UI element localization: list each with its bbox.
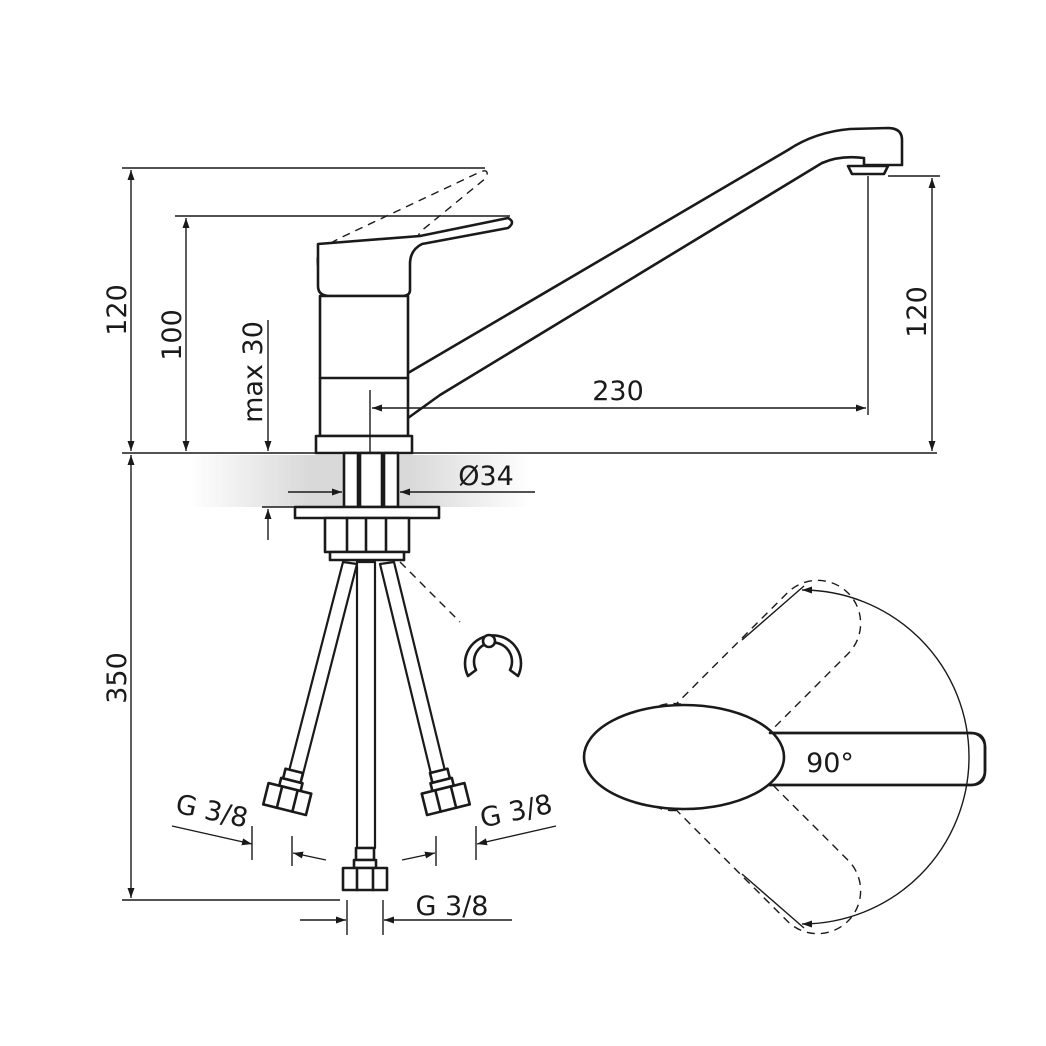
dimension-spout-height: 120 bbox=[888, 175, 940, 451]
clip-hole bbox=[481, 633, 497, 649]
aerator bbox=[846, 164, 890, 176]
label-hole-diameter: Ø34 bbox=[458, 461, 514, 492]
hose-pass-center bbox=[358, 451, 384, 509]
flexible-hoses bbox=[261, 560, 472, 892]
mounting-plate bbox=[293, 505, 441, 520]
faucet-body bbox=[314, 126, 904, 470]
dimension-max-thickness: max 30 bbox=[238, 320, 295, 540]
spout bbox=[396, 126, 904, 420]
hose-center bbox=[355, 560, 377, 850]
label-thread-right: G 3/8 bbox=[477, 789, 555, 834]
dimension-hose-length: 350 bbox=[102, 455, 340, 901]
label-total-height: 120 bbox=[102, 284, 133, 336]
top-view: 90° bbox=[582, 579, 987, 935]
label-spout-reach: 230 bbox=[592, 376, 644, 407]
label-lever-height: 100 bbox=[157, 309, 188, 361]
lever-handle bbox=[316, 216, 514, 298]
clip-detail bbox=[463, 634, 523, 678]
mounting-stud-right bbox=[382, 451, 400, 509]
label-hose-length: 350 bbox=[102, 652, 133, 704]
clip-leader-line bbox=[399, 561, 461, 623]
hose-right bbox=[378, 560, 448, 780]
top-view-body bbox=[582, 703, 786, 811]
label-max-thickness: max 30 bbox=[238, 321, 269, 423]
dimension-thread-center: G 3/8 bbox=[300, 891, 512, 935]
mounting-stud-left bbox=[342, 451, 360, 509]
label-spout-height: 120 bbox=[902, 286, 933, 338]
faucet-cylinder bbox=[318, 294, 410, 438]
connector-left bbox=[261, 767, 313, 817]
label-thread-left: G 3/8 bbox=[173, 789, 251, 834]
dimension-total-height: 120 bbox=[102, 167, 485, 451]
dimension-spout-reach: 230 bbox=[372, 176, 869, 415]
faucet-base bbox=[314, 434, 414, 455]
dimension-lever-height: 100 bbox=[157, 215, 510, 451]
label-thread-center: G 3/8 bbox=[416, 891, 489, 922]
label-rotation-angle: 90° bbox=[806, 748, 854, 779]
mounting-washer bbox=[328, 550, 406, 562]
connector-center bbox=[341, 846, 389, 892]
connector-right bbox=[420, 767, 472, 817]
rotation-arc bbox=[801, 586, 970, 928]
mounting-assembly bbox=[293, 451, 441, 562]
hose-left bbox=[286, 560, 359, 780]
dimension-hole-diameter: Ø34 bbox=[288, 461, 535, 496]
